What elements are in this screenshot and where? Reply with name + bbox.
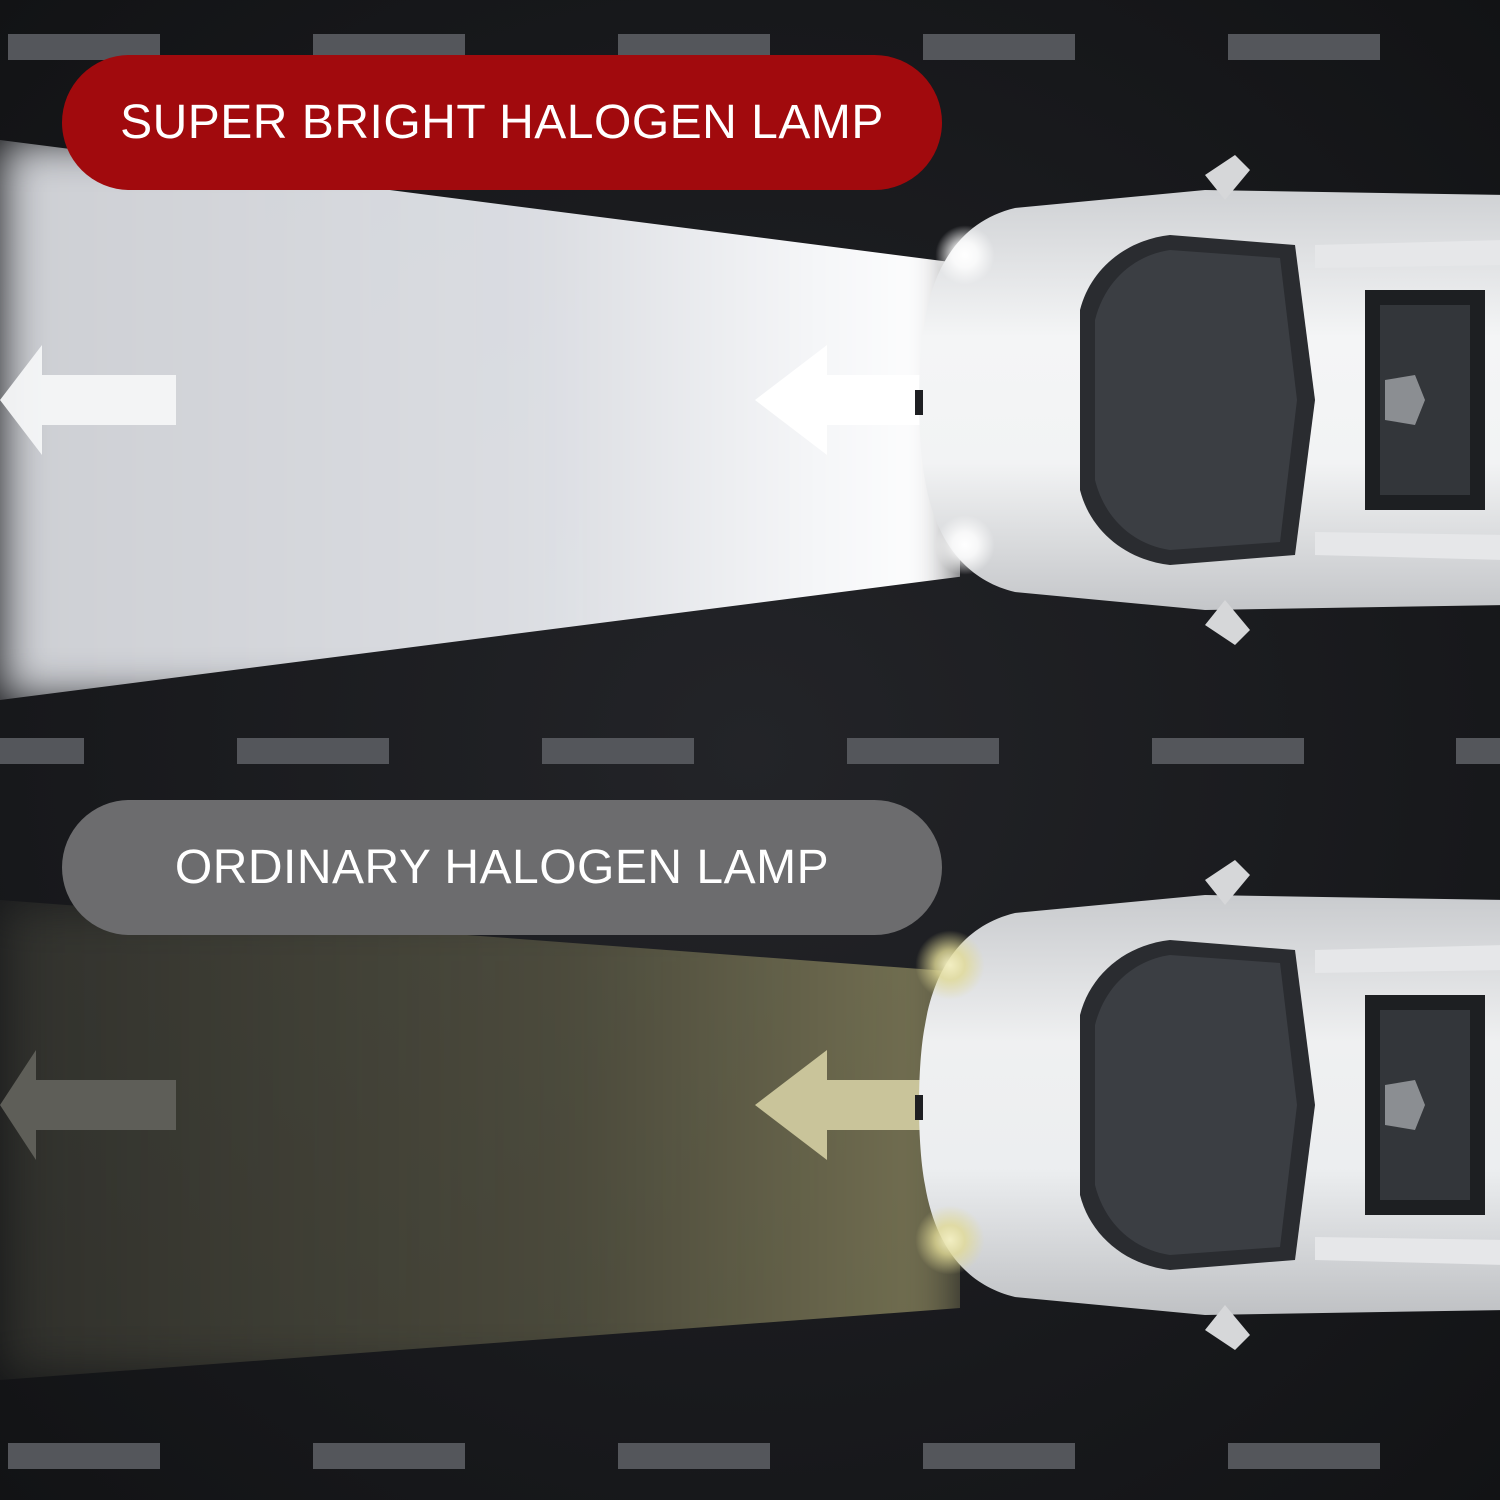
lane-dash xyxy=(1228,34,1380,60)
lane-dash xyxy=(618,1443,770,1469)
car-icon xyxy=(915,860,1500,1350)
lane-dash xyxy=(1228,1443,1380,1469)
ordinary-label: ORDINARY HALOGEN LAMP xyxy=(62,800,942,935)
lane-dash xyxy=(923,34,1075,60)
lane-dash xyxy=(313,1443,465,1469)
headlight-flare xyxy=(915,930,985,1000)
lane-dash xyxy=(1456,738,1500,764)
headlight-flare xyxy=(915,1205,985,1275)
lane-dash xyxy=(923,1443,1075,1469)
headlight-flare xyxy=(935,515,995,575)
lane-dash xyxy=(847,738,999,764)
lane-dash xyxy=(0,738,84,764)
lane-dash xyxy=(237,738,389,764)
headlight-flare xyxy=(935,225,995,285)
dim-light-beam xyxy=(0,900,960,1380)
car-icon xyxy=(915,155,1500,645)
lane-dash xyxy=(1152,738,1304,764)
arrow-left-icon xyxy=(755,1050,931,1160)
super-bright-label: SUPER BRIGHT HALOGEN LAMP xyxy=(62,55,942,190)
arrow-left-icon xyxy=(755,345,931,455)
lane-dash xyxy=(542,738,694,764)
arrow-left-icon xyxy=(0,1050,176,1160)
lane-dash xyxy=(8,1443,160,1469)
arrow-left-icon xyxy=(0,345,176,455)
